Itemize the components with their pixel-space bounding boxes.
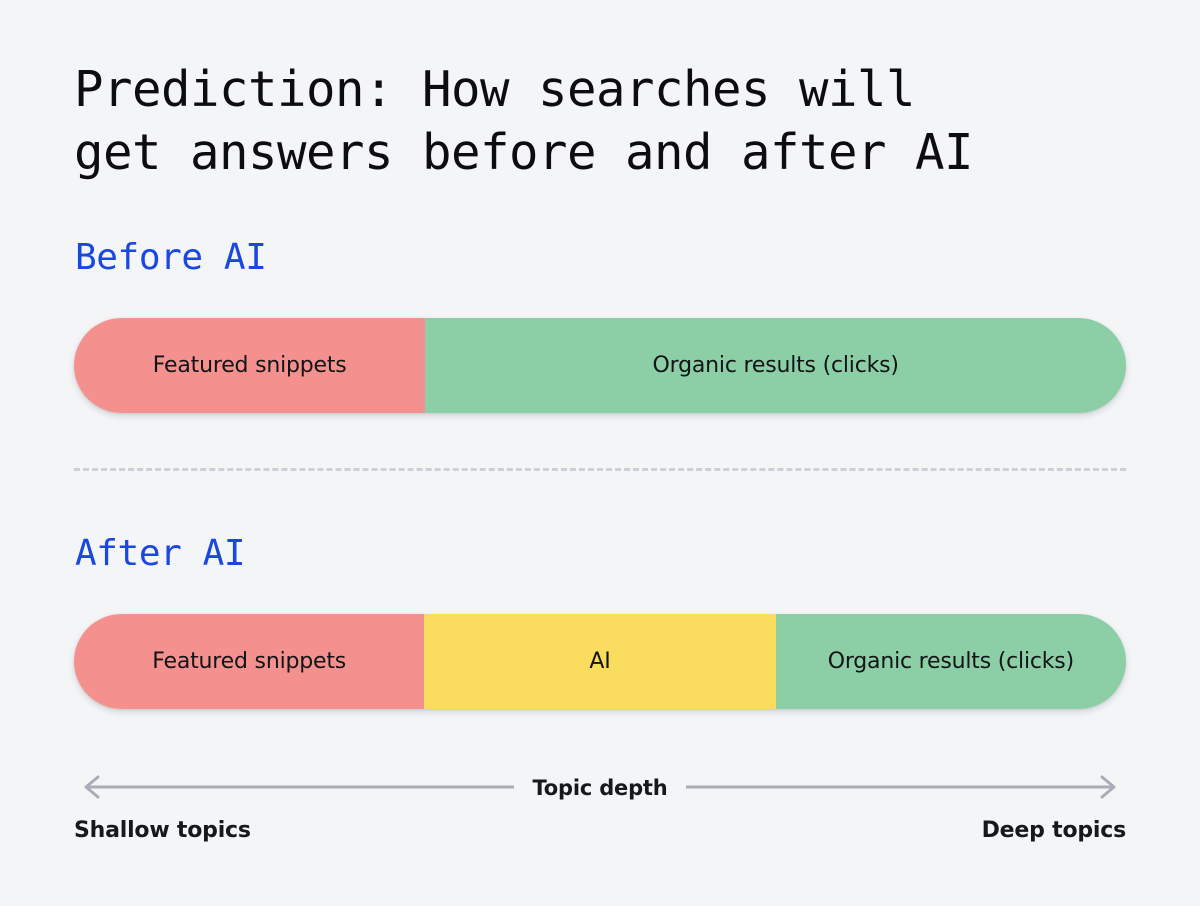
segment-organic-results-after: Organic results (clicks) (775, 614, 1126, 709)
axis-right-label: Deep topics (981, 818, 1127, 843)
axis-center-label-wrap: Topic depth (74, 776, 1126, 800)
segment-featured-snippets-after: Featured snippets (74, 614, 425, 709)
segment-featured-snippets-before: Featured snippets (74, 318, 426, 413)
bar-before-ai: Featured snippets Organic results (click… (74, 318, 1126, 413)
segment-label: Featured snippets (152, 353, 347, 378)
section-divider (74, 468, 1126, 471)
axis-left-label: Shallow topics (74, 818, 251, 843)
segment-label: Organic results (clicks) (652, 353, 899, 378)
topic-depth-axis: Topic depth (74, 772, 1126, 808)
bar-after-ai: Featured snippets AI Organic results (cl… (74, 614, 1126, 709)
segment-label: Organic results (clicks) (827, 649, 1074, 674)
page-title: Prediction: How searches will get answer… (74, 61, 974, 181)
segment-label: AI (589, 649, 611, 674)
axis-center-label: Topic depth (514, 776, 686, 800)
section-heading-before-ai: Before AI (75, 237, 267, 278)
segment-ai-after: AI (424, 614, 776, 709)
segment-organic-results-before: Organic results (clicks) (425, 318, 1126, 413)
segment-label: Featured snippets (152, 649, 347, 674)
section-heading-after-ai: After AI (75, 533, 246, 574)
